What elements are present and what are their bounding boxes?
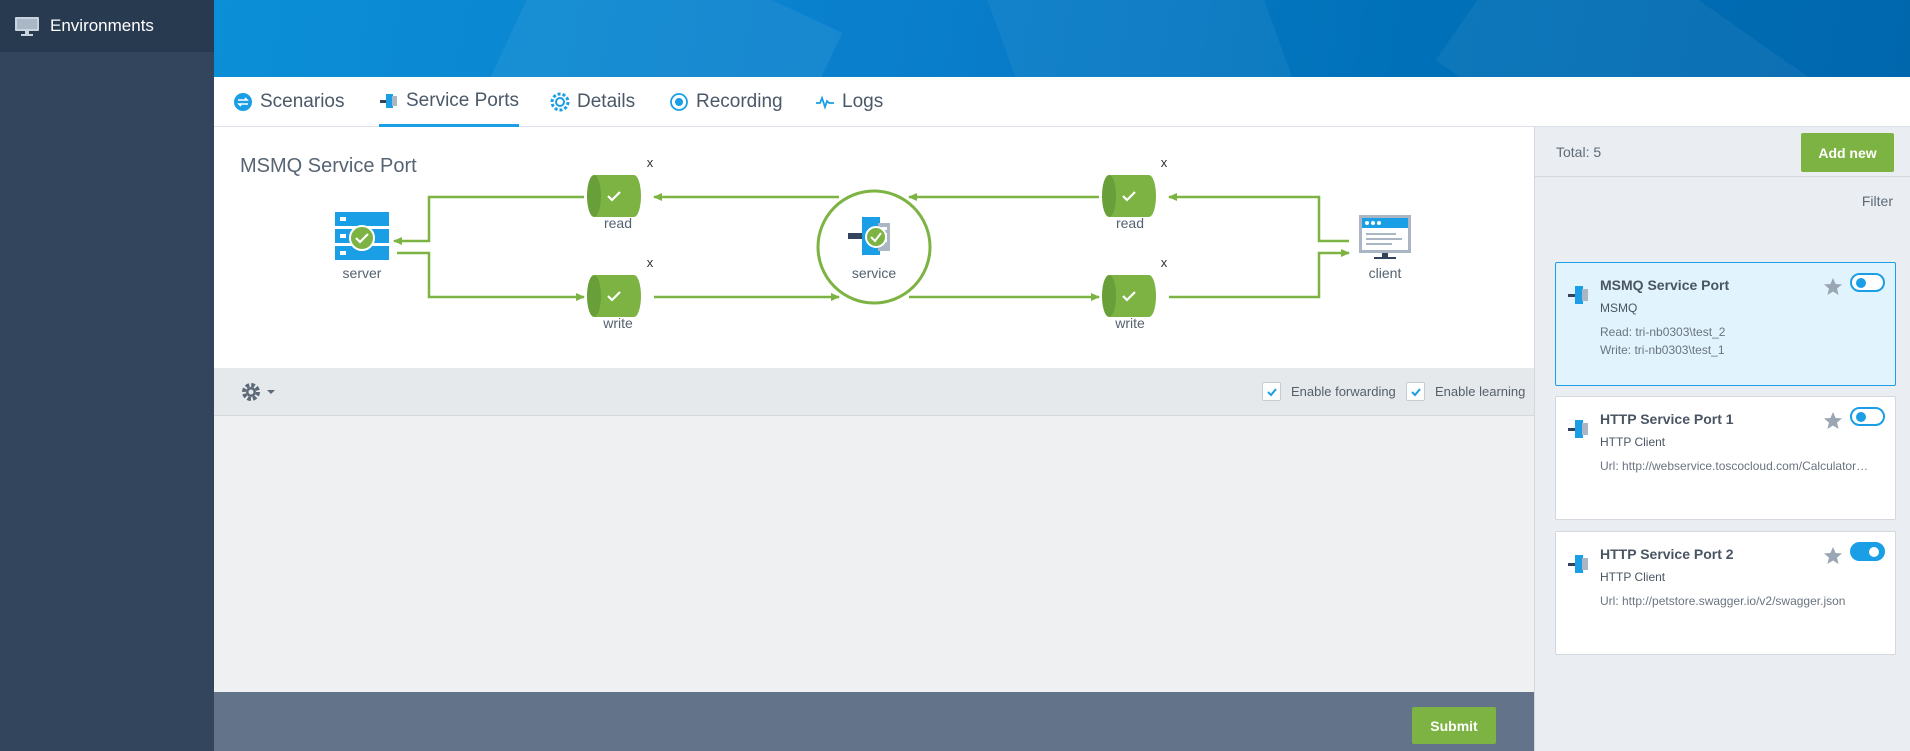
gear-icon [242, 383, 260, 401]
card-read-queue: Read: tri-nb0303\test_2 [1600, 325, 1726, 339]
enable-learning-label: Enable learning [1435, 384, 1526, 399]
tab-service-ports[interactable]: Service Ports [379, 77, 519, 127]
client-node[interactable]: client [1359, 215, 1411, 281]
enable-toggle[interactable] [1850, 542, 1885, 561]
enable-toggle[interactable] [1850, 407, 1885, 426]
pulse-icon [816, 95, 834, 110]
footer-bar: Submit [214, 692, 1534, 751]
service-port-icon [380, 93, 397, 108]
card-title: HTTP Service Port 2 [1600, 546, 1734, 562]
remove-left-read[interactable]: x [647, 155, 654, 170]
server-label: server [343, 265, 382, 281]
sidebar: Environments [0, 0, 214, 751]
left-read-label: read [604, 215, 632, 231]
card-type: HTTP Client [1600, 570, 1666, 584]
queue-icon [587, 175, 641, 217]
tab-logs[interactable]: Logs [815, 77, 883, 127]
service-port-diagram: MSMQ Service Port [214, 127, 1534, 368]
enable-learning-option: Enable learning [1406, 382, 1525, 401]
enable-forwarding-checkbox[interactable] [1262, 382, 1281, 401]
settings-dropdown-button[interactable] [240, 381, 277, 403]
enable-learning-checkbox[interactable] [1406, 382, 1425, 401]
add-new-button[interactable]: Add new [1801, 133, 1894, 172]
left-write-queue[interactable]: write x [587, 255, 654, 331]
gear-icon [550, 92, 570, 112]
service-node[interactable]: service [816, 189, 932, 305]
card-url: Url: http://webservice.toscocloud.com/Ca… [1600, 459, 1870, 473]
enable-toggle[interactable] [1850, 273, 1885, 292]
service-port-icon [1568, 420, 1588, 438]
tab-recording[interactable]: Recording [669, 77, 783, 127]
right-read-label: read [1116, 215, 1144, 231]
client-monitor-icon [1359, 215, 1411, 259]
left-write-label: write [602, 315, 633, 331]
star-icon[interactable] [1823, 546, 1843, 566]
diagram-title: MSMQ Service Port [240, 155, 417, 177]
content-area [214, 416, 1534, 692]
flow-diagram: server read x write x [335, 155, 1411, 331]
enable-forwarding-label: Enable forwarding [1291, 384, 1396, 399]
service-port-icon [848, 217, 890, 255]
checkmark-icon [1410, 387, 1421, 396]
card-url: Url: http://petstore.swagger.io/v2/swagg… [1600, 594, 1846, 608]
service-port-list-panel: Total: 5 Add new Filter MSMQ Service Por… [1534, 127, 1910, 751]
tab-details[interactable]: Details [550, 77, 635, 127]
service-port-card-msmq[interactable]: MSMQ Service Port MSMQ Read: tri-nb0303\… [1555, 262, 1896, 386]
right-read-queue[interactable]: read x [1102, 155, 1168, 231]
remove-right-read[interactable]: x [1161, 155, 1168, 170]
toolbar: Enable forwarding Enable learning [214, 368, 1534, 416]
card-write-queue: Write: tri-nb0303\test_1 [1600, 343, 1725, 357]
star-icon[interactable] [1823, 277, 1843, 297]
swap-icon [234, 93, 252, 111]
left-read-queue[interactable]: read x [587, 155, 654, 231]
remove-right-write[interactable]: x [1161, 255, 1168, 270]
queue-icon [1102, 175, 1156, 217]
card-title: HTTP Service Port 1 [1600, 411, 1734, 427]
queue-icon [1102, 275, 1156, 317]
card-type: HTTP Client [1600, 435, 1666, 449]
service-label: service [852, 265, 897, 281]
enable-forwarding-option: Enable forwarding [1262, 382, 1396, 401]
right-write-label: write [1114, 315, 1145, 331]
flow-lines [393, 193, 1350, 301]
filter-link[interactable]: Filter [1861, 193, 1893, 209]
queue-icon [587, 275, 641, 317]
service-port-icon [1568, 555, 1588, 573]
card-title: MSMQ Service Port [1600, 277, 1730, 293]
tab-bar: Scenarios Service Ports Details Recordin… [214, 77, 1910, 127]
caret-down-icon [267, 390, 275, 394]
star-icon[interactable] [1823, 411, 1843, 431]
tab-scenarios[interactable]: Scenarios [233, 77, 345, 127]
checkmark-icon [1266, 387, 1277, 396]
submit-button[interactable]: Submit [1412, 707, 1496, 744]
record-icon [670, 93, 688, 111]
server-icon [335, 212, 389, 260]
service-port-card-http-1[interactable]: HTTP Service Port 1 HTTP Client Url: htt… [1555, 396, 1896, 520]
monitor-icon [15, 17, 39, 36]
header-banner [214, 0, 1910, 77]
client-label: client [1369, 265, 1402, 281]
panel-header: Total: 5 Add new [1535, 127, 1910, 177]
remove-left-write[interactable]: x [647, 255, 654, 270]
right-write-queue[interactable]: write x [1102, 255, 1168, 331]
sidebar-item-environments[interactable]: Environments [0, 0, 214, 52]
sidebar-item-label: Environments [50, 16, 154, 35]
service-port-card-http-2[interactable]: HTTP Service Port 2 HTTP Client Url: htt… [1555, 531, 1896, 655]
card-type: MSMQ [1600, 301, 1638, 315]
total-count: Total: 5 [1556, 144, 1602, 160]
server-node[interactable]: server [335, 212, 389, 281]
service-port-icon [1568, 286, 1588, 304]
